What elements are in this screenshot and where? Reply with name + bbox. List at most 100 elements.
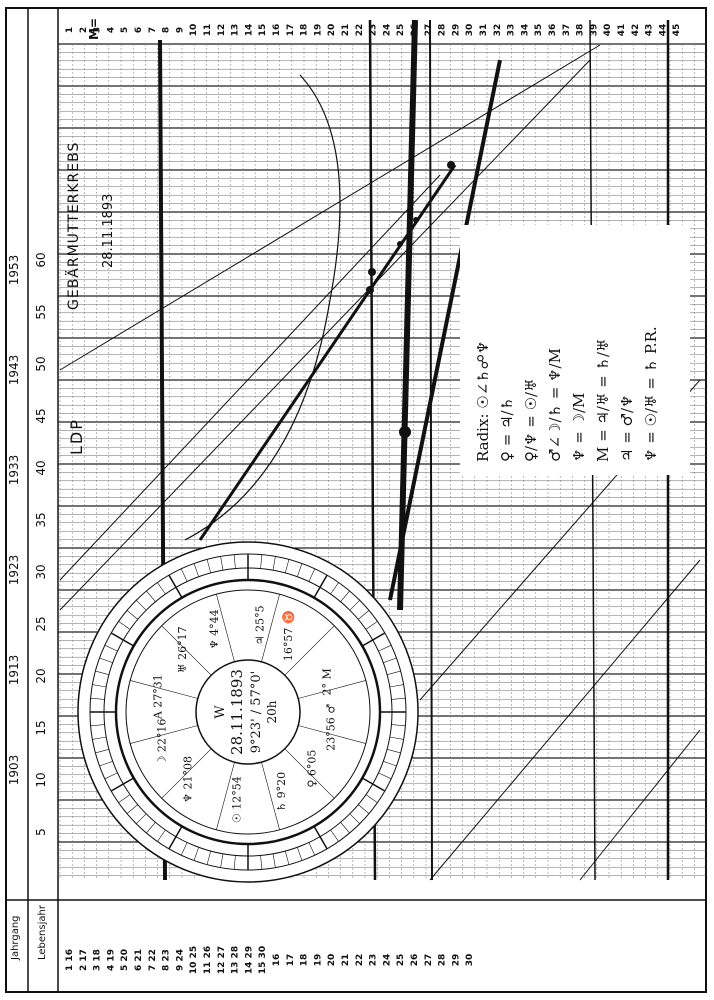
heavy-line: [397, 19, 418, 611]
scale-number: 18: [300, 954, 310, 967]
wheel-tick: [110, 777, 135, 792]
wheel-tick: [118, 794, 131, 803]
scale-number: 44: [658, 24, 668, 37]
wheel-spoke: [130, 725, 198, 744]
wheel-tick: [389, 736, 404, 740]
wheel-tick: [220, 556, 224, 571]
scale-number: 21: [341, 954, 351, 967]
age-label: 10: [34, 772, 48, 787]
wheel-spoke: [284, 748, 335, 799]
scale-number: 38: [576, 24, 586, 37]
scale-number: 18: [300, 24, 310, 37]
scale-number: 34: [520, 24, 530, 37]
wheel-tick: [340, 822, 350, 834]
wheel-tick: [233, 855, 236, 870]
scale-number: 4 19: [106, 949, 116, 971]
wheel-tick: [272, 556, 276, 571]
year-label: 1903: [7, 755, 21, 786]
wheel-tick: [206, 559, 211, 573]
wheel-planet-label: 2° M: [321, 668, 334, 695]
formula-line: M = ♃/♅ = ♄/♅: [594, 339, 612, 462]
wheel-tick: [330, 829, 339, 842]
wheel-tick: [220, 853, 224, 868]
scale-number: 21: [341, 24, 351, 37]
age-label: 55: [34, 304, 48, 319]
scale-number: 20: [327, 24, 337, 37]
formula-line: ♃ = ♂/♆: [618, 395, 636, 463]
curve-line: [184, 74, 341, 541]
wheel-tick: [391, 724, 406, 727]
scale-number: 14: [244, 24, 254, 37]
wheel-tick: [146, 822, 156, 834]
scale-number: 30: [465, 954, 475, 967]
scale-number: 1: [65, 27, 75, 33]
scale-number: 11 26: [203, 946, 213, 974]
scale-number: 24: [382, 954, 392, 967]
wheel-planet-label: ☽ 22°16: [155, 719, 168, 766]
wheel-tick: [387, 670, 401, 675]
scale-number: 9 24: [175, 949, 185, 971]
wheel-planet-label: ☉ 12°54: [230, 776, 243, 823]
wheel-planet-label: ♆ 21°08: [181, 756, 194, 803]
wheel-tick: [378, 772, 392, 780]
year-label: 1933: [7, 455, 21, 486]
wheel-tick: [391, 697, 406, 700]
dot: [397, 241, 403, 247]
scale-number: 22: [355, 954, 365, 967]
wheel-tick: [383, 761, 397, 767]
wheel-tick: [126, 610, 138, 620]
wheel-tick: [349, 813, 360, 824]
scale-number: 35: [534, 24, 544, 37]
scale-number: 10: [189, 24, 199, 37]
scale-number: 7: [148, 27, 158, 33]
line-c: [59, 59, 591, 611]
sheet-frame: [5, 7, 707, 993]
wheel-tick: [285, 559, 290, 573]
scale-number: 19: [313, 954, 323, 967]
age-label: 20: [34, 668, 48, 683]
scale-number: 24: [382, 24, 392, 37]
scale-number: 12: [217, 24, 227, 37]
formula-line: ♆ = ☽/M: [570, 393, 588, 462]
wheel-tick: [193, 563, 199, 577]
formula-lines: Radix: ☉∠♄☍♆♀ = ♃/♄♀/♆ = ☉/♅♂∠☽/♄ = ♆/M♆…: [474, 326, 660, 462]
scale-number: 5 20: [120, 949, 130, 971]
wheel-tick: [99, 657, 113, 663]
wheel-planet-label: 23°56 ♂: [325, 704, 338, 751]
scale-number: 13 28: [231, 946, 241, 974]
intersection-dots: [366, 161, 455, 438]
scale-number: 29: [451, 954, 461, 967]
wheel-tick: [136, 813, 147, 824]
wheel-tick: [389, 684, 404, 688]
wheel-tick: [358, 804, 370, 814]
wheel-tick: [361, 632, 386, 647]
wheel-center-date: 28.11.1893: [228, 669, 246, 755]
wheel-tick: [361, 777, 386, 792]
wheel-tick: [285, 851, 290, 865]
wheel-tick: [95, 670, 109, 675]
wheel-tick: [349, 600, 360, 611]
age-label: 35: [34, 512, 48, 527]
scale-number: 36: [548, 24, 558, 37]
scale-number: 37: [562, 24, 572, 37]
wheel-spoke: [298, 725, 366, 744]
wheel-tick: [90, 724, 105, 727]
wheel-tick: [180, 568, 188, 582]
scale-number: 13: [231, 24, 241, 37]
wheel-planet-label: A 27°31: [151, 674, 164, 720]
scale-number: 2: [79, 27, 89, 33]
wheel-center-time: 9°23' / 57°0': [249, 671, 264, 753]
wheel-tick: [313, 825, 328, 850]
wheel-tick: [313, 574, 328, 599]
wheel-tick: [99, 761, 113, 767]
scale-number: 7 22: [148, 949, 158, 971]
wheel-tick: [206, 851, 211, 865]
wheel-tick: [104, 772, 118, 780]
wheel-spoke: [161, 748, 212, 799]
jupiter-line: [429, 19, 433, 881]
diag-low-2: [579, 729, 701, 881]
wheel-ring-4: [125, 589, 371, 835]
scale-number: 20: [327, 954, 337, 967]
